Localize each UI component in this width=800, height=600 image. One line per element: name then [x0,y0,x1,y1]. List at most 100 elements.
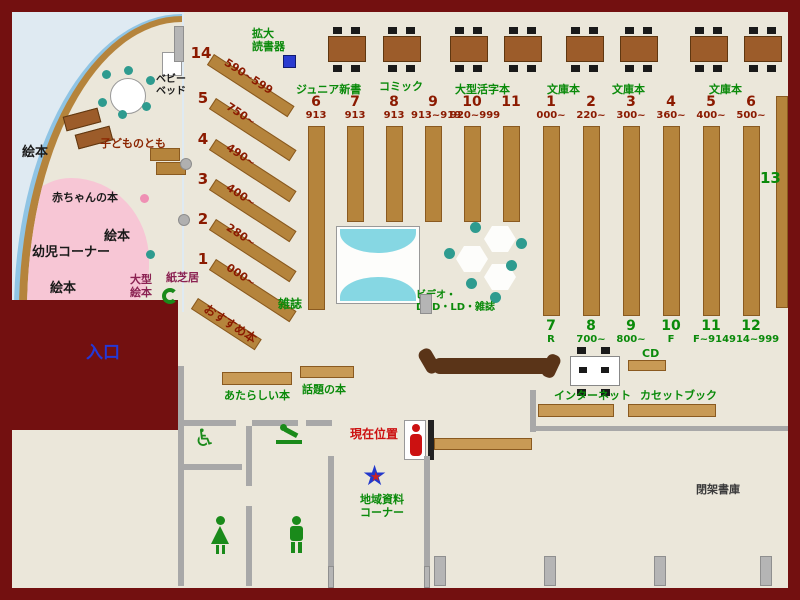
stack-num: 6 [746,94,756,110]
reading-table [620,27,658,72]
chair-icon [695,27,704,34]
stack-range: 913 [344,110,366,121]
ogata-katsuji-label: 大型活字本 [455,83,510,96]
computer-icon [601,367,609,373]
stack-num: 11 [501,94,521,110]
woman-toilet-icon [210,516,230,556]
chair-icon [333,65,342,72]
man-icon-head [292,516,301,525]
wall [252,420,298,426]
zasshi-label: 雑誌 [278,297,303,311]
chair-icon [713,27,722,34]
cd-shelf [628,360,666,371]
stack-range: F [667,334,675,345]
seat-dot-icon [444,248,455,259]
star-inner-icon: ★ [370,470,382,485]
service-counter [432,358,554,374]
man-icon-body [290,526,303,541]
book-stack [743,126,760,316]
book-stack [623,126,640,316]
seat-dot-icon [506,260,517,271]
marker-head [412,424,420,432]
internet-desk [570,347,620,396]
pillar [174,26,184,62]
cd-label: CD [642,347,660,360]
frame-left [0,0,12,600]
kids-step-shelf [150,148,180,161]
stool-icon [180,158,192,170]
book-stack [703,126,720,316]
stack-num: 7 [546,318,556,334]
chair-icon [601,389,610,396]
stack-num: 9 [428,94,438,110]
stack-num: 10 [661,318,681,334]
stack-num: 4 [666,94,676,110]
chair-icon [509,65,518,72]
stack-num: 6 [311,94,321,110]
junior-shinsho-label: ジュニア新書 [296,83,362,96]
wall [178,366,184,586]
chair-icon [749,27,758,34]
wall [184,464,242,470]
chair-icon [388,65,397,72]
stack-range: 400~ [696,110,726,121]
entrance-block [12,300,178,430]
ehon-label-1: 絵本 [22,145,49,160]
man-icon-leg [298,542,302,553]
reading-table [383,27,421,72]
stack-range: R [547,334,555,345]
osusume-label: おすすめ本 [201,301,260,347]
book-stack [425,126,442,222]
pillar [424,566,430,588]
stack-range: 913 [383,110,405,121]
akachan-book-label: 赤ちゃんの本 [52,191,118,204]
cushion-icon [140,194,149,203]
wall [246,426,252,486]
cassette-label: カセットブック [640,389,717,402]
av-shelf [538,404,614,417]
round-table [110,78,146,114]
stack-range: 700~ [576,334,606,345]
stack-range: 913~919 [411,110,462,121]
stack-num: 10 [462,94,482,110]
pillar [760,556,772,586]
new-books-shelf [222,372,292,385]
frame-top [0,0,800,12]
reading-table [744,27,782,72]
star-icon: ★ [362,459,388,492]
dshelf-num: 5 [197,89,209,107]
stack-num: 8 [586,318,596,334]
chair-icon [643,65,652,72]
baby-bed-label: ベビー ベッド [156,74,186,97]
seat-dot-icon [102,70,111,79]
seat-dot-icon [142,102,151,111]
video-label: ビデオ・ DVD・LD・雑誌 [416,290,496,313]
chair-icon [577,389,586,396]
chair-icon [455,27,464,34]
stack-num: 12 [741,318,761,334]
baby-changing-icon [276,424,302,446]
bunko-label-3: 文庫本 [709,83,742,96]
topical-books-shelf [300,366,354,378]
ogata-ehon-label: 大型 絵本 [130,273,152,299]
pillar [434,556,446,586]
chair-icon [577,347,586,354]
chair-icon [713,65,722,72]
dshelf-num: 14 [190,44,212,62]
book-stack [543,126,560,316]
hex-table [456,246,488,272]
chair-icon [589,27,598,34]
chair-icon [767,65,776,72]
wall [530,390,536,432]
reading-table [690,27,728,72]
reading-table [504,27,542,72]
chair-icon [406,27,415,34]
man-toilet-icon [286,516,306,556]
book-stack [347,126,364,222]
seat-dot-icon [470,222,481,233]
seat-dot-icon [466,278,477,289]
man-icon-leg [291,542,295,553]
chair-icon [351,27,360,34]
chair-icon [388,27,397,34]
